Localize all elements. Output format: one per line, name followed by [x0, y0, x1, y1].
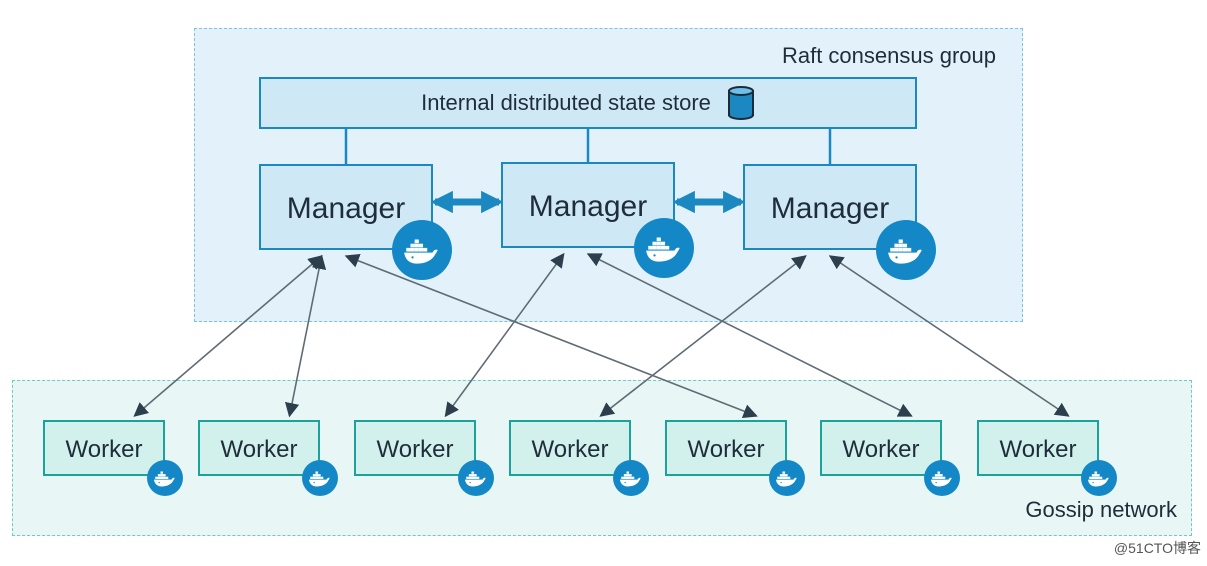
manager-label: Manager — [528, 190, 648, 223]
worker-node: Worker — [665, 420, 787, 476]
manager-node: Manager — [743, 164, 917, 250]
worker-node: Worker — [354, 420, 476, 476]
worker-label: Worker — [65, 436, 143, 463]
docker-whale-icon — [613, 460, 649, 496]
worker-node: Worker — [198, 420, 320, 476]
worker-label: Worker — [687, 436, 765, 463]
worker-node: Worker — [509, 420, 631, 476]
docker-whale-icon — [876, 220, 936, 280]
gossip-group-label: Gossip network — [1025, 497, 1177, 522]
manager-label: Manager — [286, 192, 406, 225]
raft-group-label: Raft consensus group — [781, 43, 996, 68]
docker-whale-icon — [392, 220, 452, 280]
docker-whale-icon — [634, 218, 694, 278]
watermark: @51CTO博客 — [1113, 540, 1201, 556]
database-icon — [727, 86, 755, 120]
docker-whale-icon — [147, 460, 183, 496]
docker-whale-icon — [458, 460, 494, 496]
worker-node: Worker — [820, 420, 942, 476]
docker-whale-icon — [924, 460, 960, 496]
docker-whale-icon — [769, 460, 805, 496]
docker-whale-icon — [1081, 460, 1117, 496]
manager-label: Manager — [770, 192, 890, 225]
worker-node: Worker — [43, 420, 165, 476]
worker-label: Worker — [220, 436, 298, 463]
state-store-label: Internal distributed state store — [421, 90, 711, 115]
docker-whale-icon — [302, 460, 338, 496]
worker-manager-arrow — [444, 252, 565, 418]
manager-node: Manager — [259, 164, 433, 250]
worker-label: Worker — [999, 436, 1077, 463]
internal-state-store: Internal distributed state store — [259, 77, 917, 129]
worker-node: Worker — [977, 420, 1099, 476]
worker-manager-arrow — [828, 255, 1070, 417]
worker-label: Worker — [376, 436, 454, 463]
worker-manager-arrow — [284, 254, 327, 418]
worker-label: Worker — [842, 436, 920, 463]
worker-label: Worker — [531, 436, 609, 463]
worker-manager-arrow — [599, 255, 807, 417]
worker-manager-arrow — [344, 253, 758, 419]
